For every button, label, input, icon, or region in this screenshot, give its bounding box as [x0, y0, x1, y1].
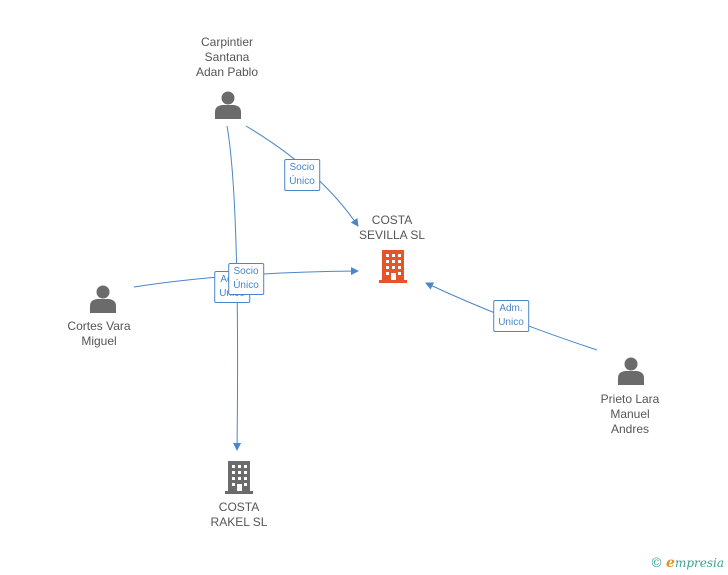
person-icon[interactable] [88, 284, 118, 314]
edge-label-carpintier-sevilla[interactable]: Socio Único [284, 159, 320, 191]
node-label-cortes[interactable]: Cortes Vara Miguel [67, 319, 131, 348]
node-label-costa-sevilla[interactable]: COSTA SEVILLA SL [358, 213, 426, 242]
edge-carpintier-rakel [226, 125, 242, 451]
brand-logo: ©empresia [650, 555, 724, 571]
building-icon[interactable] [377, 249, 409, 283]
node-label-prieto[interactable]: Prieto Lara Manuel Andres [600, 392, 660, 436]
person-icon[interactable] [616, 356, 646, 386]
copyright-icon: © [650, 556, 664, 571]
edge-label-carpintier-rakel[interactable]: Socio Único [228, 263, 264, 295]
node-label-costa-rakel[interactable]: COSTA RAKEL SL [210, 500, 268, 529]
edge-label-prieto-sevilla[interactable]: Adm. Unico [493, 300, 529, 332]
node-label-carpintier[interactable]: Carpintier Santana Adan Pablo [195, 35, 259, 79]
person-icon[interactable] [213, 90, 243, 120]
building-icon[interactable] [223, 460, 255, 494]
